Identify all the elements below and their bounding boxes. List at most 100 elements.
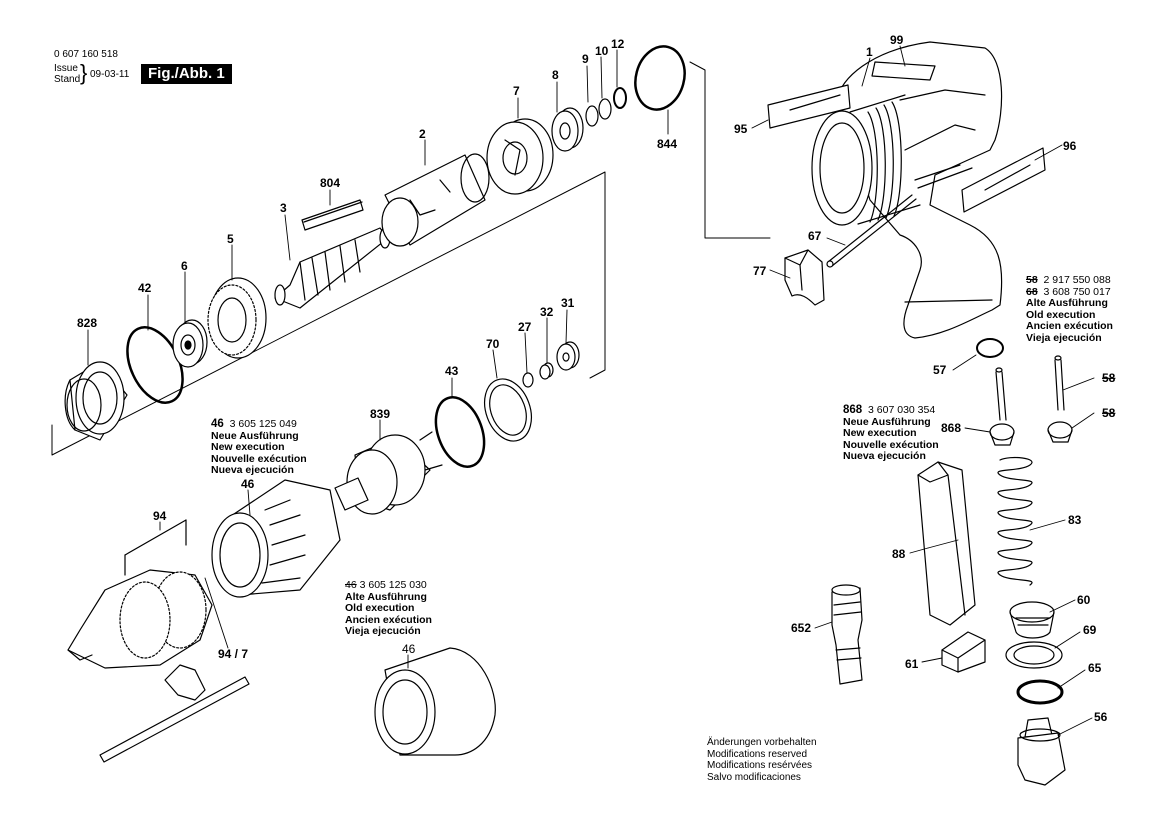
filter-screen-60 bbox=[1009, 601, 1055, 639]
bearing-8 bbox=[551, 107, 584, 152]
callout-652: 652 bbox=[791, 621, 811, 635]
brace-symbol: } bbox=[80, 60, 88, 85]
drill-chuck-94 bbox=[67, 519, 213, 669]
callout-10: 10 bbox=[595, 44, 609, 58]
document-number: 0 607 160 518 bbox=[54, 49, 118, 60]
label-95 bbox=[767, 84, 851, 129]
callout-95: 95 bbox=[734, 122, 748, 136]
note-46-old-line-en: Old execution bbox=[345, 602, 415, 614]
callout-94: 94 bbox=[153, 509, 167, 523]
note-68-number: 68 bbox=[1026, 285, 1038, 298]
callout-96: 96 bbox=[1063, 139, 1077, 153]
note-58-line-de: Alte Ausführung bbox=[1026, 297, 1108, 309]
note-46-old-number: 46 bbox=[345, 579, 357, 591]
label-96 bbox=[961, 147, 1046, 213]
figure-badge: Fig./Abb. 1 bbox=[141, 64, 232, 84]
note-868-line-fr: Nouvelle exécution bbox=[843, 438, 939, 451]
callout-46: 46 bbox=[241, 477, 255, 491]
label-99 bbox=[871, 61, 936, 81]
callout-7: 7 bbox=[513, 84, 520, 98]
pad-61 bbox=[941, 631, 986, 673]
sleeve-46-new bbox=[211, 479, 341, 598]
o-ring-65 bbox=[1016, 679, 1064, 705]
note-58-line-es: Vieja ejecución bbox=[1026, 331, 1102, 344]
note-46-new-line-fr: Nouvelle exécution bbox=[211, 452, 307, 465]
rotor-3 bbox=[274, 227, 391, 309]
note-58-line-en: Old execution bbox=[1026, 308, 1096, 321]
valve-58-old bbox=[1047, 355, 1073, 443]
note-sleeve-46-new: 46 3 605 125 049 Neue Ausführung New exe… bbox=[211, 418, 307, 477]
note-46-old-line-es: Vieja ejecución bbox=[345, 625, 421, 637]
note-868-line-de: Neue Ausführung bbox=[843, 415, 931, 428]
spring-83 bbox=[997, 456, 1033, 586]
note-868-line-en: New execution bbox=[843, 427, 917, 439]
note-46-new-line-de: Neue Ausführung bbox=[211, 429, 299, 442]
callout-88: 88 bbox=[892, 547, 906, 561]
callout-42: 42 bbox=[138, 281, 152, 295]
modifications-notice: Änderungen vorbehalten Modifications res… bbox=[707, 737, 817, 783]
note-58-line-fr: Ancien exécution bbox=[1026, 320, 1113, 332]
note-46-new-line-en: New execution bbox=[211, 441, 285, 453]
hose-nipple-652 bbox=[831, 584, 863, 685]
note-868-code: 3 607 030 354 bbox=[868, 404, 936, 416]
callout-46-old: 46 bbox=[402, 642, 416, 656]
housing-part bbox=[811, 41, 1003, 339]
note-58-number: 58 bbox=[1026, 274, 1038, 286]
stand-label: Stand bbox=[54, 74, 81, 85]
callout-8: 8 bbox=[552, 68, 559, 82]
cylinder-2 bbox=[381, 153, 490, 247]
callout-60: 60 bbox=[1077, 593, 1091, 607]
callout-65: 65 bbox=[1088, 661, 1102, 675]
callout-83: 83 bbox=[1068, 513, 1082, 527]
note-46-old-line-fr: Ancien exécution bbox=[345, 613, 432, 626]
pin-32 bbox=[539, 362, 554, 380]
issue-label: Issue bbox=[54, 63, 78, 74]
note-46-old-line-de: Alte Ausführung bbox=[345, 590, 427, 603]
callout-labels: 1 99 95 96 67 77 2 3 804 5 6 42 828 7 8 … bbox=[77, 33, 1116, 724]
note-sleeve-46-old: 46 3 605 125 030 Alte Ausführung Old exe… bbox=[345, 579, 432, 638]
o-ring-43 bbox=[434, 396, 486, 468]
gasket-70 bbox=[484, 378, 532, 442]
assembly-frame-lines bbox=[51, 61, 771, 456]
modifications-line-fr: Modifications resérvées bbox=[707, 760, 813, 771]
callout-27: 27 bbox=[518, 320, 532, 334]
callout-70: 70 bbox=[486, 337, 500, 351]
modifications-line-de: Änderungen vorbehalten bbox=[707, 737, 817, 748]
callout-31: 31 bbox=[561, 296, 575, 310]
note-46-new-number: 46 bbox=[211, 418, 224, 430]
ring-gear-828 bbox=[64, 361, 128, 441]
callout-43: 43 bbox=[445, 364, 459, 378]
callout-69: 69 bbox=[1083, 623, 1097, 637]
callout-1: 1 bbox=[866, 45, 873, 59]
gasket-70-inner bbox=[489, 384, 527, 436]
note-868-line-es: Nueva ejecución bbox=[843, 450, 926, 462]
callout-839: 839 bbox=[370, 407, 390, 421]
note-valve-868: 868 3 607 030 354 Neue Ausführung New ex… bbox=[843, 404, 939, 463]
washer-27 bbox=[522, 372, 534, 388]
end-plate-7 bbox=[486, 118, 554, 195]
note-46-new-line-es: Nueva ejecución bbox=[211, 464, 294, 476]
callout-804: 804 bbox=[320, 176, 340, 190]
sleeve-46-old bbox=[374, 647, 496, 756]
callout-57: 57 bbox=[933, 363, 947, 377]
washer-10 bbox=[598, 98, 612, 120]
leader-lines bbox=[87, 45, 1095, 736]
washer-9 bbox=[585, 105, 599, 127]
note-868-number: 868 bbox=[843, 404, 863, 416]
snap-ring-12 bbox=[613, 87, 627, 109]
callout-868: 868 bbox=[941, 421, 961, 435]
o-ring-844 bbox=[634, 45, 686, 111]
inlet-fitting-56 bbox=[1017, 717, 1066, 786]
callout-58-b: 58 bbox=[1102, 406, 1116, 420]
planet-carrier-5 bbox=[207, 277, 267, 359]
pin-67 bbox=[826, 194, 917, 268]
callout-2: 2 bbox=[419, 127, 426, 141]
callout-77: 77 bbox=[753, 264, 767, 278]
callout-32: 32 bbox=[540, 305, 554, 319]
gearbox-839 bbox=[334, 431, 443, 515]
callout-844: 844 bbox=[657, 137, 677, 151]
callout-5: 5 bbox=[227, 232, 234, 246]
callout-9: 9 bbox=[582, 52, 589, 66]
